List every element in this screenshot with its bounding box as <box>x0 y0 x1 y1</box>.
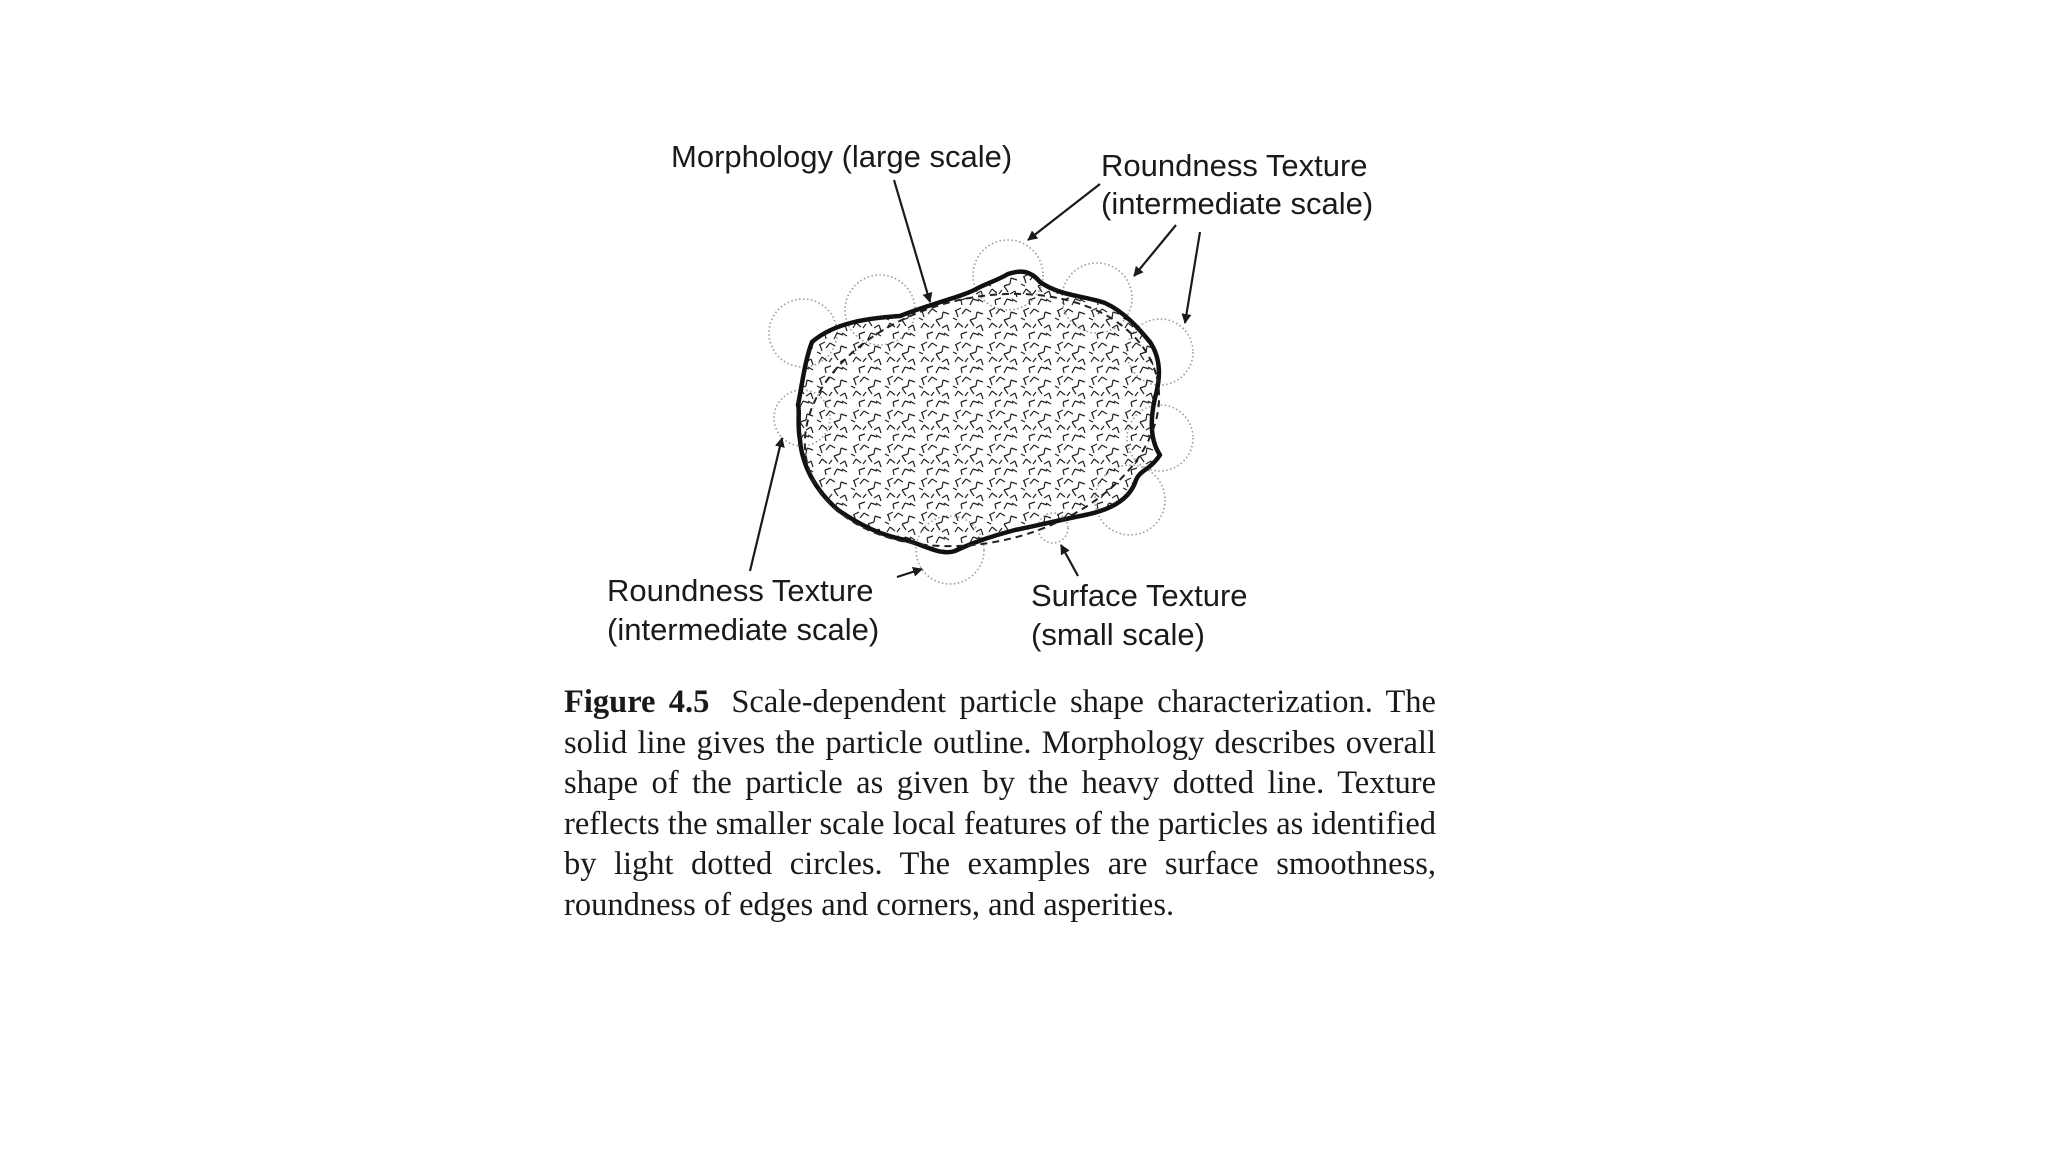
label-roundness-top-line2: (intermediate scale) <box>1101 186 1373 221</box>
texture-circle <box>1037 512 1069 544</box>
arrow-roundness-bottom-1 <box>748 437 785 572</box>
texture-circle <box>1061 262 1133 334</box>
label-roundness-bottom-line2: (intermediate scale) <box>607 612 879 647</box>
morphology-outline <box>803 292 1161 548</box>
arrow-surface <box>1060 544 1079 577</box>
particle-outline <box>795 269 1163 555</box>
label-morphology: Morphology (large scale) <box>671 139 1012 174</box>
label-surface-line1: Surface Texture <box>1031 578 1248 613</box>
arrow-roundness-top-1 <box>1027 183 1101 241</box>
caption-text: Scale-dependent particle shape character… <box>564 684 1436 923</box>
arrow-roundness-top-2 <box>1133 224 1177 277</box>
label-surface-line2: (small scale) <box>1031 617 1205 652</box>
arrows <box>748 179 1202 579</box>
texture-circle <box>1126 318 1194 386</box>
texture-circle <box>915 515 985 585</box>
texture-circle <box>972 239 1044 311</box>
arrow-roundness-top-3 <box>1181 231 1202 324</box>
texture-circle <box>1126 404 1194 472</box>
figure-number: Figure 4.5 <box>564 684 710 720</box>
arrow-roundness-bottom-2 <box>896 566 923 579</box>
label-roundness-top-line1: Roundness Texture <box>1101 148 1368 183</box>
label-roundness-bottom-line1: Roundness Texture <box>607 573 874 608</box>
arrow-morphology <box>892 179 933 303</box>
